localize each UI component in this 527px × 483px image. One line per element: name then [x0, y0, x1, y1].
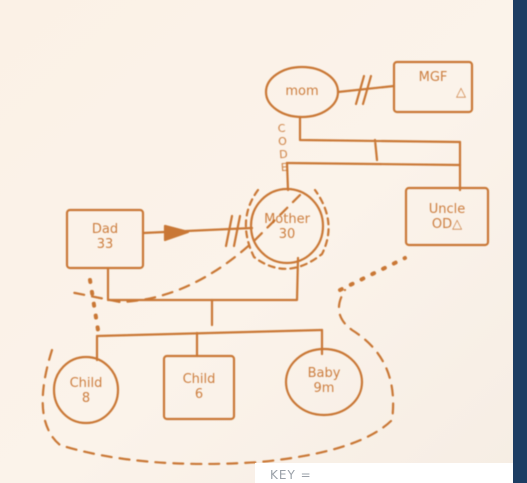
child-2-age: 6 [194, 387, 204, 402]
baby-name: Baby [307, 366, 341, 381]
mgf-deceased-symbol: △ [456, 85, 466, 100]
mother-circle [249, 187, 325, 265]
parents-marriage-line [141, 226, 254, 235]
uncle-square [404, 186, 490, 247]
baby-label: Baby 9m [294, 366, 354, 396]
mother-age: 30 [278, 227, 296, 242]
dad-age: 33 [96, 237, 114, 252]
uncle-label: Uncle OD△ [412, 202, 482, 232]
mgf-label: MGF △ [400, 70, 466, 100]
mother-label: Mother 30 [257, 212, 317, 242]
baby-age: 9m [313, 381, 335, 396]
key-strip [255, 463, 513, 483]
dad-name: Dad [91, 222, 119, 237]
uncle-name: Uncle [428, 202, 466, 217]
grandparents-descent-line [298, 115, 462, 162]
mom-name: mom [285, 84, 319, 99]
paper-sheet: mom MGF △ Mother 30 Uncle OD△ Dad 33 Chi… [0, 0, 513, 483]
baby-circle [284, 347, 364, 417]
child-1-name: Child [69, 376, 103, 391]
children-sibling-line [95, 328, 324, 338]
dad-dotted-line [88, 278, 100, 332]
mother-name: Mother [264, 212, 310, 227]
child-1-age: 8 [81, 391, 91, 406]
child-1-label: Child 8 [60, 376, 112, 406]
child-2-square [162, 354, 236, 421]
uncle-note: OD△ [431, 217, 463, 232]
child-2-label: Child 6 [167, 372, 231, 402]
parents-divorce-slashes [224, 214, 242, 248]
siblings-line [285, 161, 462, 167]
child-2-name: Child [182, 372, 216, 387]
dad-square [65, 208, 145, 270]
uncle-dotted-line [338, 256, 407, 292]
key-label: KEY = [270, 468, 312, 482]
dad-label: Dad 33 [72, 222, 138, 252]
child-1-circle [52, 355, 120, 425]
children-household-dashed-outline [41, 193, 395, 466]
genogram-drawing [0, 0, 513, 483]
mother-drop-line [285, 161, 290, 192]
paper-background [0, 0, 513, 483]
mother-household-dashed-outline [244, 188, 330, 270]
parents-bottom-line [106, 256, 300, 302]
mom-label: mom [277, 84, 327, 99]
divorce-slashes [354, 74, 373, 106]
relationship-arrow [163, 224, 190, 242]
mgf-name: MGF [418, 70, 448, 85]
grandparents-marriage-line [336, 84, 396, 94]
